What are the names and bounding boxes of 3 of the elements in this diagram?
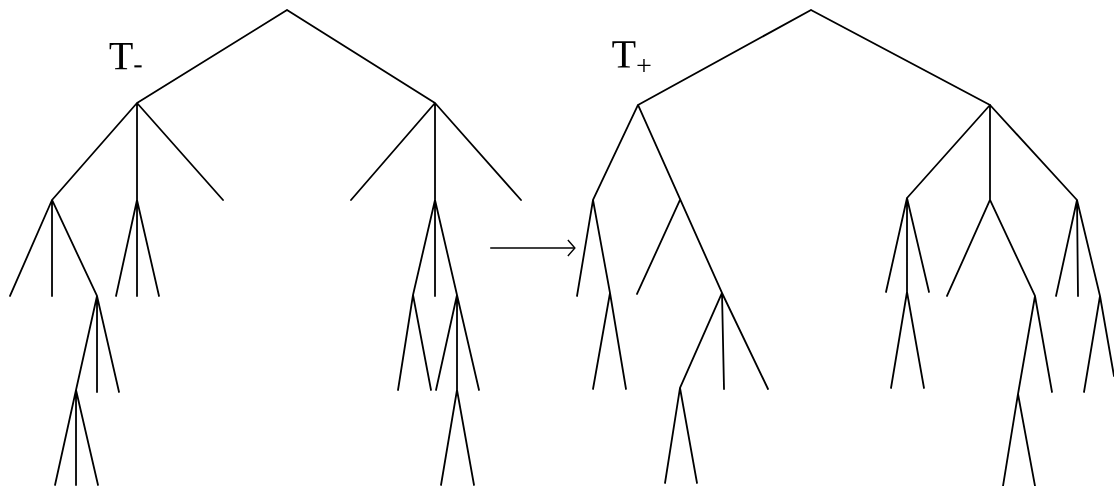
tree-label: T$_{-}$ [109,43,142,70]
tree-label: T$_{+}$ [612,41,651,72]
arrow [489,239,576,257]
